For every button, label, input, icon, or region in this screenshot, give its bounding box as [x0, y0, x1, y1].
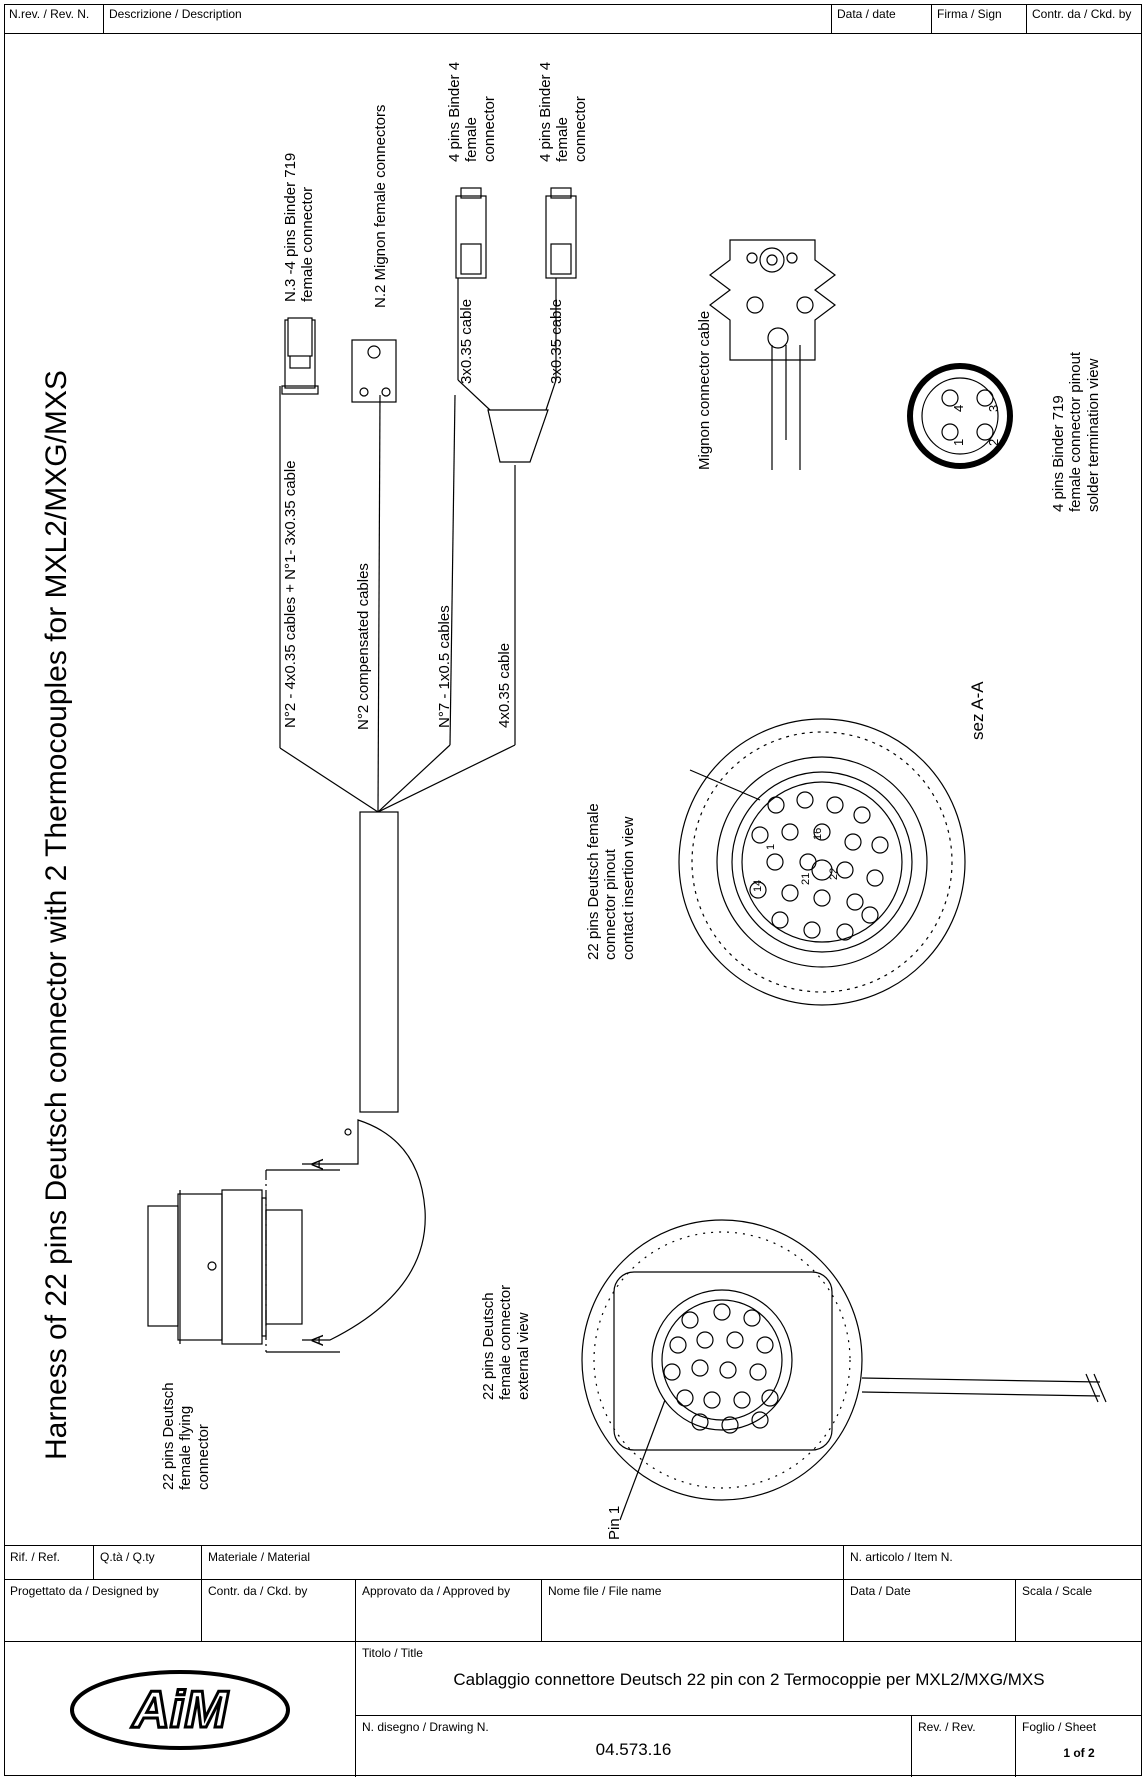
drawing-frame	[4, 4, 1142, 1776]
mignon-cable-label: Mignon connector cable	[696, 310, 713, 470]
section-label: sez A-A	[968, 681, 987, 740]
cable-4x035-label: 4x0.35 cable	[496, 642, 513, 728]
date-header: Data / date	[832, 4, 932, 33]
filename-cell: Nome file / File name	[542, 1580, 844, 1642]
title-block: Rif. / Ref. Q.tà / Q.ty Materiale / Mate…	[4, 1545, 1142, 1777]
drawing-title: Harness of 22 pins Deutsch connector wit…	[40, 370, 73, 1460]
drawing-no-cell: N. disegno / Drawing N. 04.573.16	[356, 1716, 912, 1777]
approved-cell: Approvato da / Approved by	[356, 1580, 542, 1642]
section-line	[265, 1169, 340, 1353]
qty-cell: Q.tà / Q.ty	[94, 1546, 202, 1580]
binder719-pinout	[907, 363, 1013, 469]
svg-text:AiM: AiM	[130, 1681, 229, 1739]
deutsch-pin-14: 14	[752, 879, 764, 892]
sheet-cell: Foglio / Sheet 1 of 2	[1016, 1716, 1142, 1777]
section-a-label-top: A	[308, 1158, 327, 1170]
cable-1x05-label: N°7 - 1x0.5 cables	[436, 605, 453, 728]
revision-header: N.rev. / Rev. N. Descrizione / Descripti…	[4, 4, 1142, 34]
breakout-wires	[279, 386, 516, 813]
deutsch-flying-connector	[147, 1119, 426, 1345]
deutsch-pin-1: 1	[765, 843, 777, 850]
y-splitter	[487, 409, 549, 463]
rev-cell: Rev. / Rev.	[912, 1716, 1016, 1777]
cable-3x035-label-b: 3x0.35 cable	[548, 298, 565, 384]
mignon-connector-large	[709, 239, 836, 470]
binder719-connector	[281, 317, 319, 395]
deutsch-pin-21: 21	[800, 872, 812, 885]
scale-cell: Scala / Scale	[1016, 1580, 1142, 1642]
binder4-connector-b	[545, 187, 577, 279]
deutsch-pin-22: 22	[828, 867, 840, 880]
pin1-label: Pin 1	[606, 1505, 623, 1540]
rev-number-header: N.rev. / Rev. N.	[4, 4, 104, 33]
deutsch-pin-16: 16	[812, 827, 824, 840]
designed-cell: Progettato da / Designed by	[4, 1580, 202, 1642]
title-value: Cablaggio connettore Deutsch 22 pin con …	[453, 1670, 1045, 1689]
section-a-label-bottom: A	[308, 1334, 327, 1346]
sign-header: Firma / Sign	[932, 4, 1027, 33]
mignon-connector-small	[351, 339, 397, 403]
binder-pin-2: 2	[986, 438, 1001, 446]
sheet-value: 1 of 2	[1063, 1746, 1095, 1760]
cable-3x035-label-a: 3x0.35 cable	[458, 298, 475, 384]
binder4-connector-a	[455, 187, 487, 279]
description-header: Descrizione / Description	[104, 4, 832, 33]
checked-cell: Contr. da / Ckd. by	[202, 1580, 356, 1642]
ref-cell: Rif. / Ref.	[4, 1546, 94, 1580]
binder-pin-3: 3	[986, 404, 1001, 412]
material-cell: Materiale / Material	[202, 1546, 844, 1580]
deutsch-insertion-view	[678, 718, 966, 1006]
compensated-cables-label: N°2 compensated cables	[355, 563, 372, 730]
aim-logo: AiM	[69, 1669, 290, 1750]
deutsch-external-view	[581, 1219, 1107, 1521]
date-cell: Data / Date	[844, 1580, 1016, 1642]
sheet-label: Foglio / Sheet	[1022, 1720, 1097, 1734]
drawing-no-value: 04.573.16	[595, 1740, 672, 1759]
item-cell: N. articolo / Item N.	[844, 1546, 1142, 1580]
mignon-connectors-label: N.2 Mignon female connectors	[372, 104, 389, 308]
checked-header: Contr. da / Ckd. by	[1032, 7, 1132, 21]
title-label: Titolo / Title	[362, 1646, 423, 1660]
binder-pin-1: 1	[951, 438, 966, 446]
binder-pin-4: 4	[951, 404, 966, 412]
main-cable-jacket	[359, 811, 399, 1113]
logo-cell: AiM	[4, 1642, 356, 1777]
cable-bundle-label: N°2 - 4x0.35 cables + N°1- 3x0.35 cable	[282, 460, 299, 728]
drawing-no-label: N. disegno / Drawing N.	[362, 1720, 489, 1734]
title-cell: Titolo / Title Cablaggio connettore Deut…	[356, 1642, 1142, 1716]
